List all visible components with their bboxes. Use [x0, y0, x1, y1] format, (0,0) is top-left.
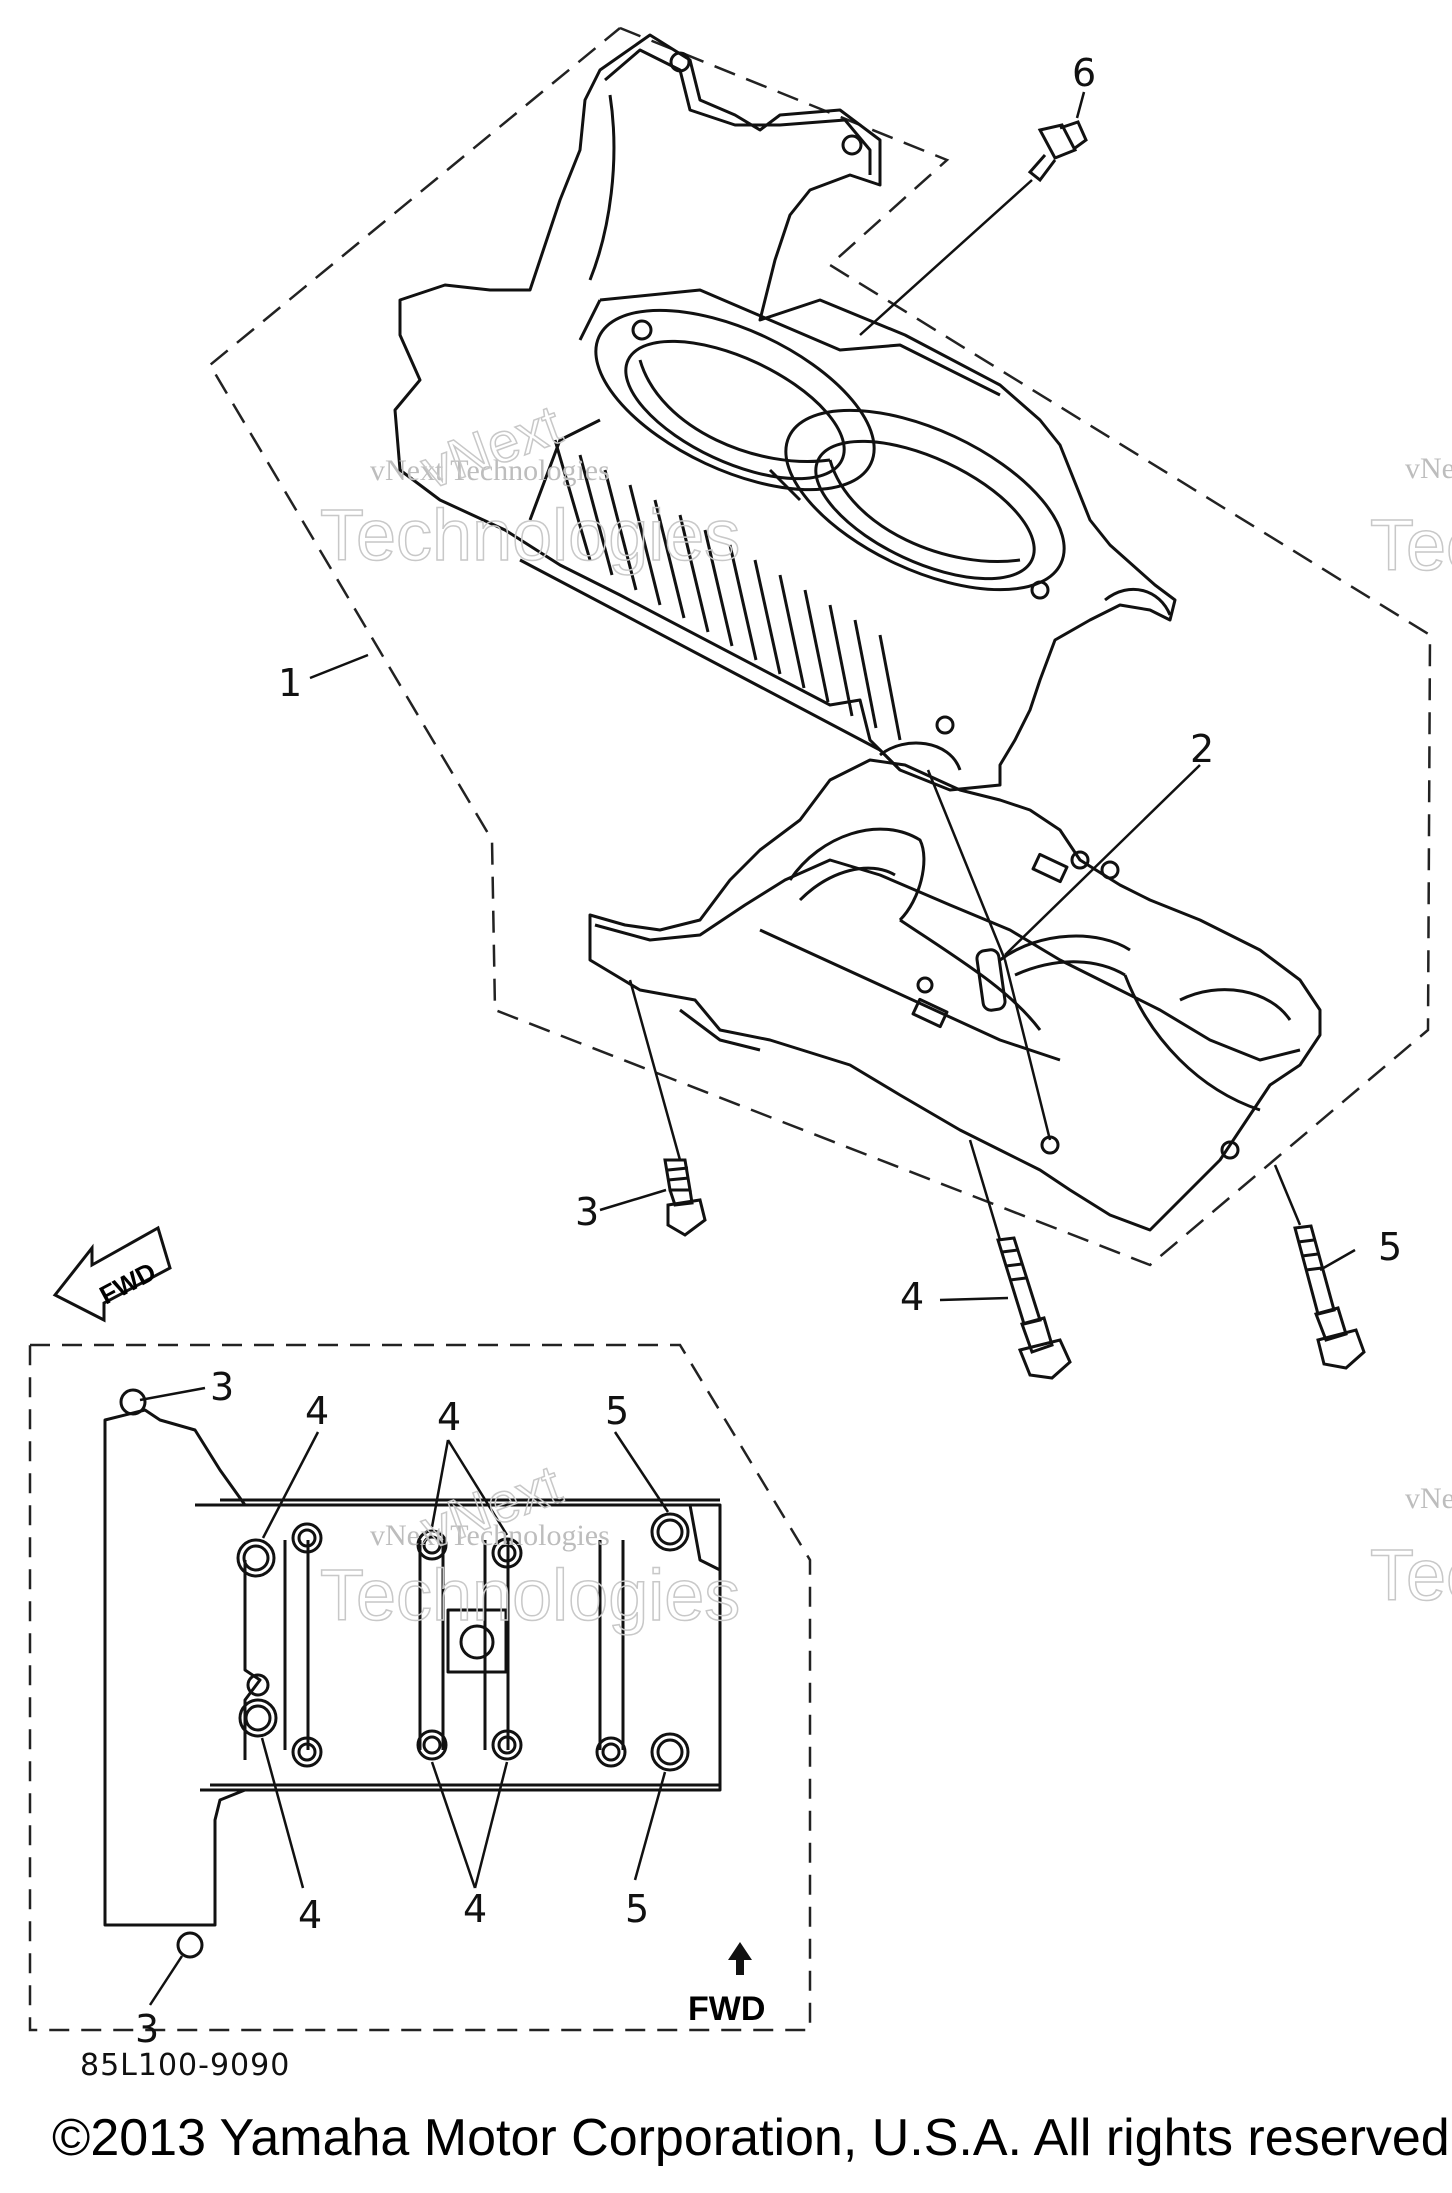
- inset-crankcase-bottom-view: [103, 1388, 722, 1959]
- bolt-3: [663, 1158, 707, 1237]
- callout-6: 6: [1072, 51, 1096, 95]
- svg-text:Tec: Tec: [1370, 1536, 1452, 1616]
- watermark-outline-top: Technologies: [320, 496, 740, 576]
- diagram-code: 85L100-9090: [80, 2048, 291, 2083]
- lower-crankcase: [588, 758, 1322, 1232]
- leader-lines: [309, 91, 1356, 1302]
- bolt-4: [996, 1236, 1072, 1380]
- inset-callout-3-top: 3: [210, 1365, 234, 1409]
- inset-callout-4-bottom-left: 4: [298, 1893, 322, 1937]
- plug-6: [1027, 120, 1088, 183]
- copyright-notice: ©2013 Yamaha Motor Corporation, U.S.A. A…: [52, 2109, 1452, 2167]
- callout-5: 5: [1378, 1225, 1402, 1269]
- callout-2: 2: [1190, 727, 1214, 771]
- watermark-bottom: vNext Technologies Technologies vNext: [319, 1452, 741, 1637]
- inset-callout-5-top: 5: [605, 1389, 629, 1433]
- bolt-5: [1293, 1224, 1366, 1370]
- inset-boundary: [28, 1343, 812, 2032]
- watermark-text-top: vNext Technologies: [370, 454, 610, 487]
- svg-text:vNe: vNe: [1405, 1482, 1452, 1515]
- callout-3: 3: [575, 1190, 599, 1234]
- inset-callout-5-bottom: 5: [625, 1887, 649, 1931]
- inset-callout-3-bottom: 3: [135, 2007, 159, 2051]
- watermark-top: vNext Technologies Technologies vNext: [319, 392, 741, 577]
- fwd-direction-arrow: FWD: [52, 1225, 172, 1323]
- inset-callout-4-top-left: 4: [305, 1389, 329, 1433]
- inset-callout-4-top-mid: 4: [437, 1395, 461, 1439]
- dowel-pin: [975, 948, 1007, 1012]
- callout-1: 1: [278, 661, 302, 705]
- watermark-text-bottom: vNext Technologies: [370, 1519, 610, 1552]
- watermark-right-edge: vNe Tec vNe Tec: [1369, 452, 1452, 1617]
- inset-leader-lines: [139, 1386, 670, 2006]
- assembly-boundary: [208, 26, 1432, 1267]
- svg-text:vNe: vNe: [1405, 452, 1452, 485]
- inset-callout-4-bottom-mid: 4: [463, 1887, 487, 1931]
- inset-fwd-indicator: FWD: [688, 1942, 765, 2028]
- upper-crankcase: [393, 33, 1177, 792]
- svg-text:Tec: Tec: [1370, 506, 1452, 586]
- inset-fwd-label: FWD: [688, 1990, 765, 2028]
- watermark-outline-bottom: Technologies: [320, 1556, 740, 1636]
- callout-4: 4: [900, 1275, 924, 1319]
